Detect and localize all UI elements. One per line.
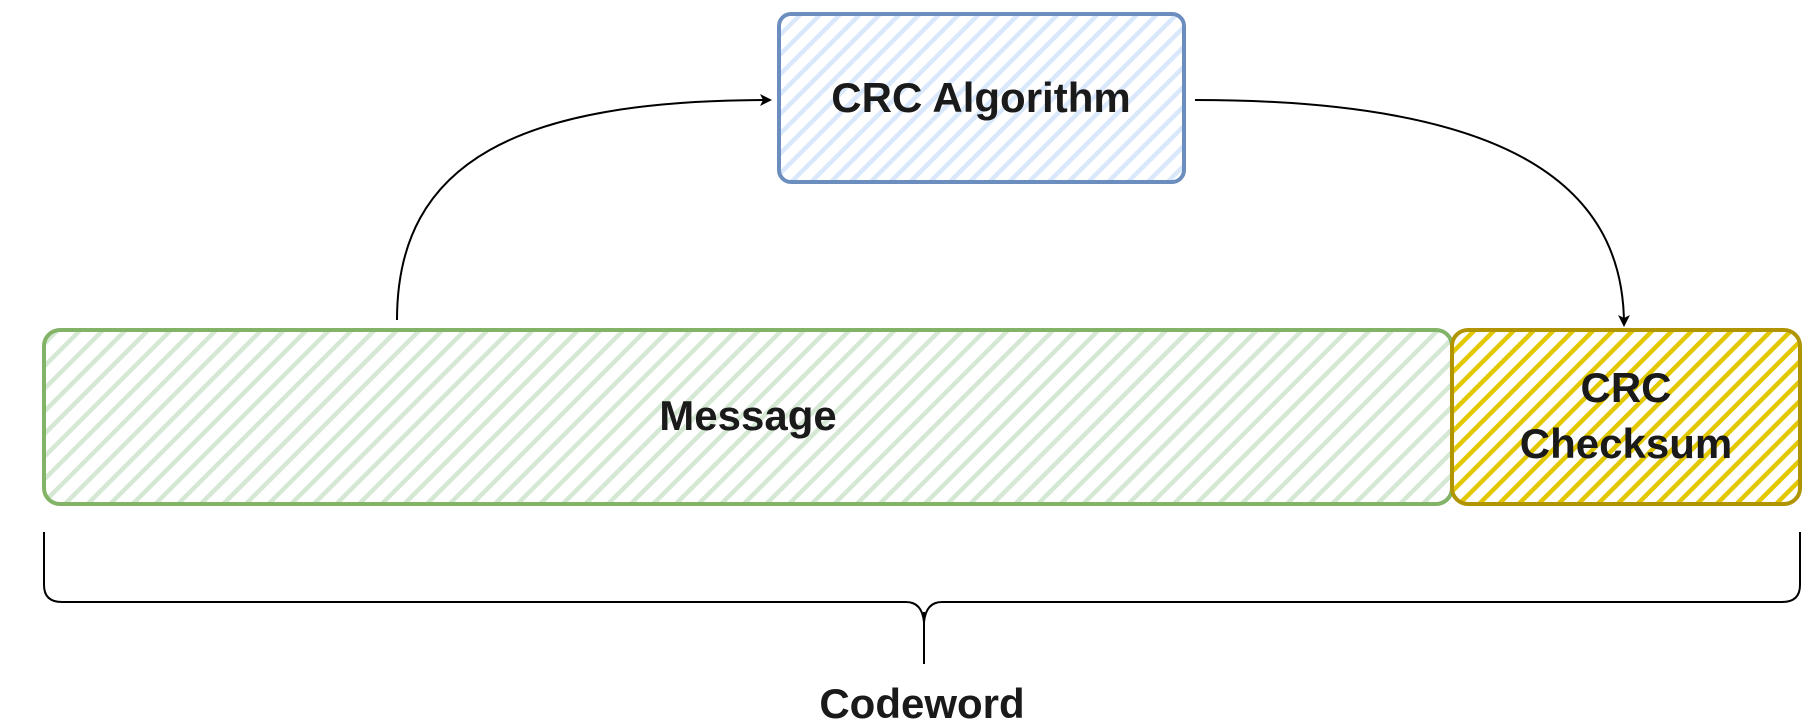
crc-checksum-label-line2: Checksum bbox=[1520, 420, 1732, 467]
message-node[interactable]: Message bbox=[42, 328, 1454, 506]
crc-algorithm-label: CRC Algorithm bbox=[831, 74, 1130, 121]
crc-algorithm-node[interactable]: CRC Algorithm bbox=[777, 12, 1186, 184]
message-label: Message bbox=[659, 392, 836, 439]
crc-checksum-label-line1: CRC bbox=[1581, 364, 1672, 411]
edge-message-to-algorithm bbox=[396, 94, 772, 321]
crc-checksum-node[interactable]: CRC Checksum bbox=[1450, 328, 1802, 506]
codeword-label: Codeword bbox=[819, 680, 1024, 724]
codeword-brace bbox=[43, 532, 1801, 623]
edge-algorithm-to-checksum bbox=[1194, 99, 1630, 327]
